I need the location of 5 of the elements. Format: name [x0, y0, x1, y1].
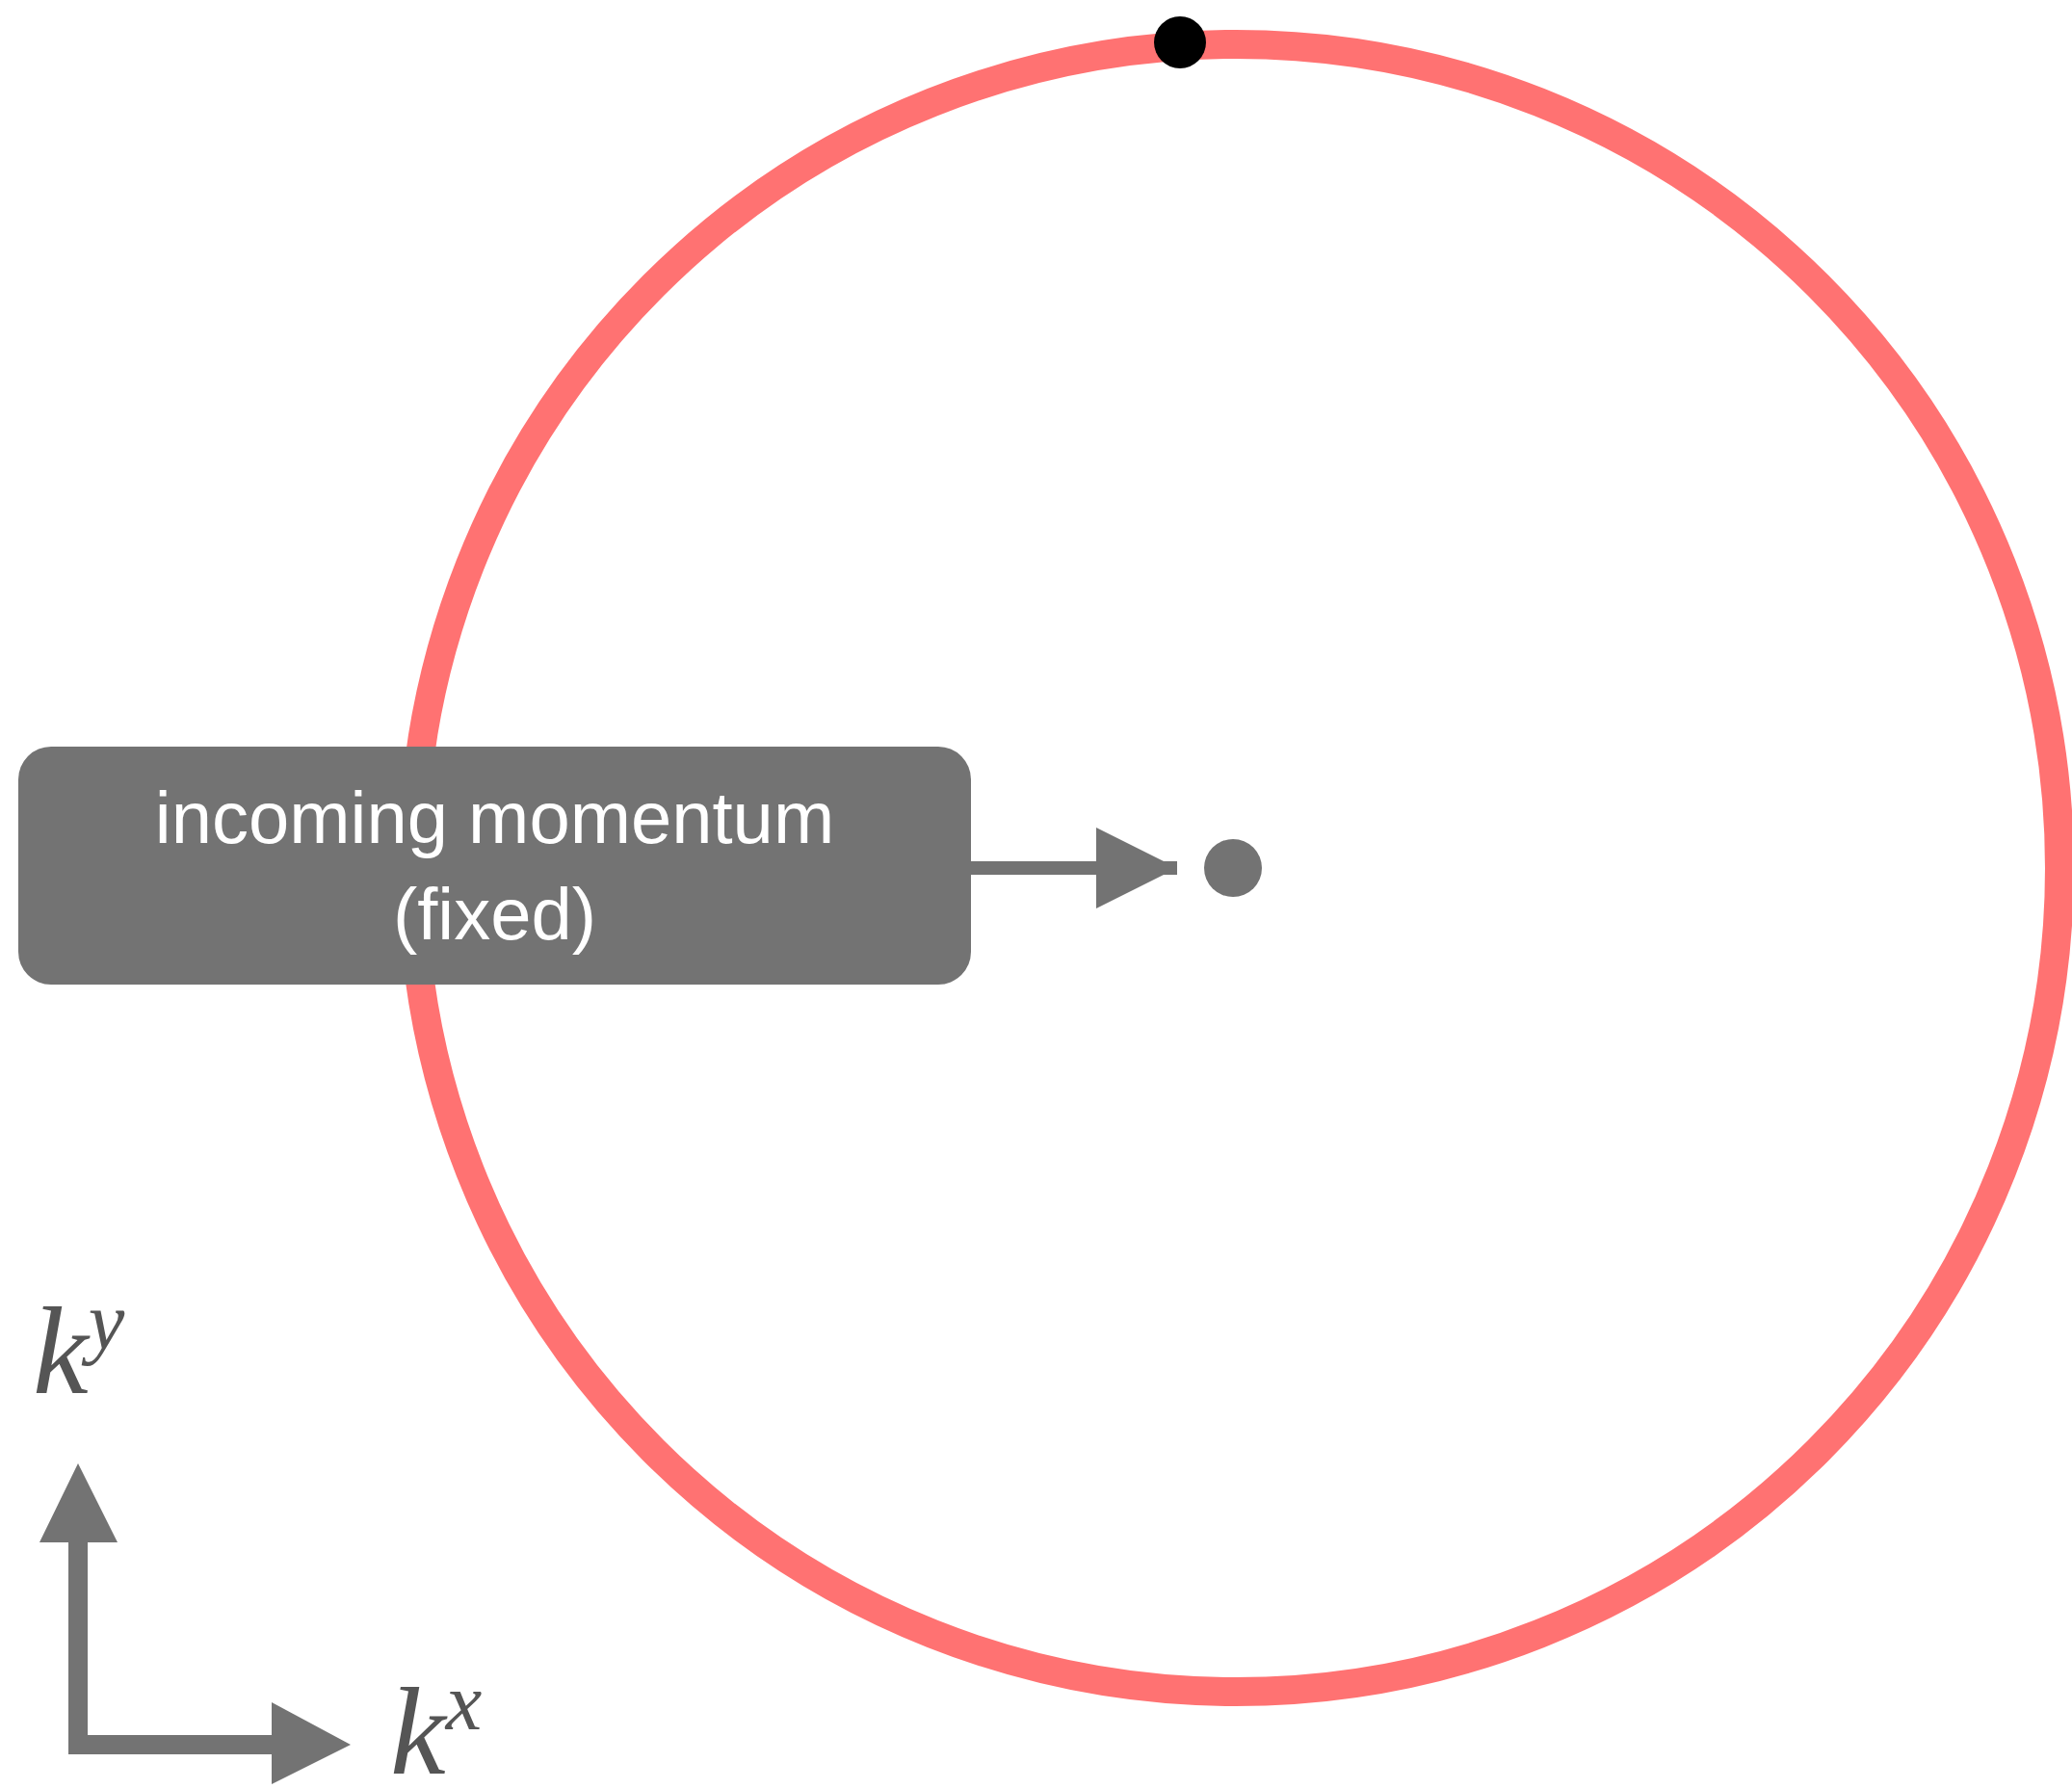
momentum-point [1204, 839, 1262, 897]
label-box: incoming momentum (fixed) [18, 747, 971, 985]
axis-label: k$^{y}$ [33, 1281, 125, 1414]
axis-label: k$^{x}$ [390, 1662, 483, 1789]
arrow [971, 828, 1177, 908]
